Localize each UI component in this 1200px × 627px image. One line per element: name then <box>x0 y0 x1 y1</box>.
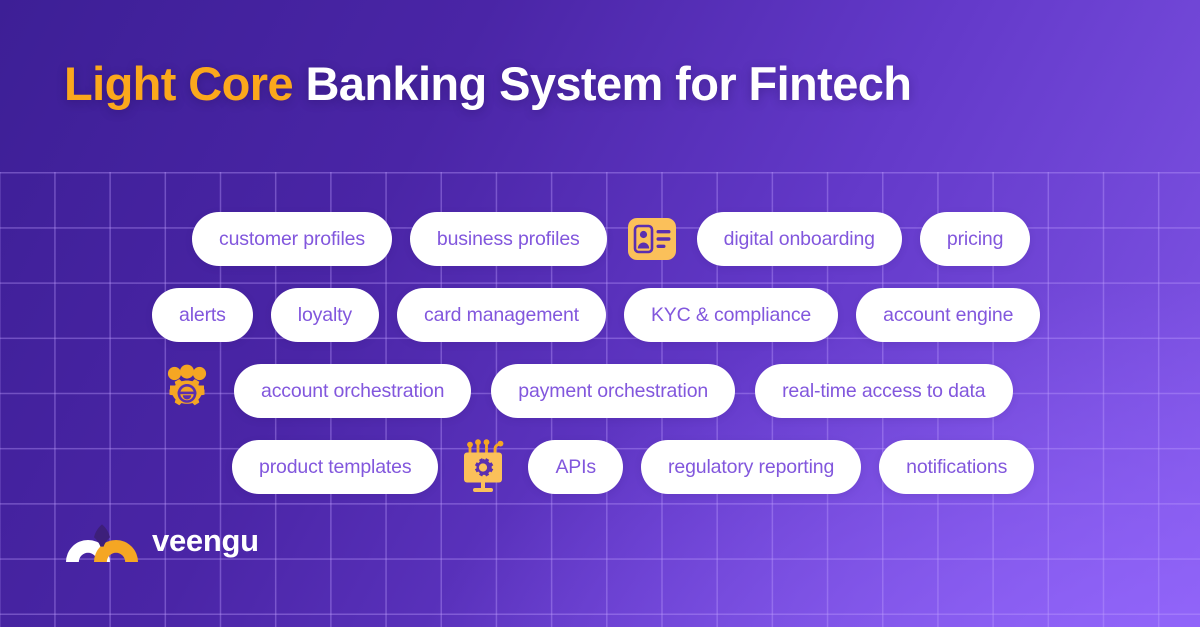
feature-row-2: alerts loyalty card management KYC & com… <box>152 288 1041 342</box>
feature-pill-customer-profiles[interactable]: customer profiles <box>192 212 392 266</box>
veengu-logo-mark <box>66 524 138 562</box>
feature-pill-account-engine[interactable]: account engine <box>856 288 1041 342</box>
veengu-logo-text: veengu <box>152 523 259 558</box>
feature-pill-digital-onboarding[interactable]: digital onboarding <box>696 212 902 266</box>
chip-gear-icon <box>456 439 510 494</box>
title-highlight: Light Core <box>64 57 294 110</box>
feature-pill-kyc-compliance[interactable]: KYC & compliance <box>623 288 839 342</box>
feature-pill-loyalty[interactable]: loyalty <box>270 288 380 342</box>
feature-pill-apis[interactable]: APIs <box>528 440 624 494</box>
page-title: Light Core Banking System for Fintech <box>64 56 912 111</box>
feature-row-3: account orchestration payment orchestrat… <box>160 364 1013 418</box>
feature-pill-notifications[interactable]: notifications <box>879 440 1035 494</box>
feature-pill-product-templates[interactable]: product templates <box>232 440 439 494</box>
feature-pill-real-time-access-to-data[interactable]: real-time access to data <box>755 364 1013 418</box>
veengu-logo[interactable]: veengu <box>64 518 259 564</box>
feature-pill-business-profiles[interactable]: business profiles <box>409 212 607 266</box>
feature-pill-pricing[interactable]: pricing <box>919 212 1031 266</box>
people-gear-icon <box>160 364 214 418</box>
title-rest: Banking System for Fintech <box>292 57 912 110</box>
id-card-icon <box>625 212 679 266</box>
feature-pill-alerts[interactable]: alerts <box>152 288 253 342</box>
feature-row-1: customer profiles business profiles digi… <box>192 212 1031 266</box>
feature-pill-account-orchestration[interactable]: account orchestration <box>234 364 472 418</box>
feature-pill-regulatory-reporting[interactable]: regulatory reporting <box>641 440 862 494</box>
feature-row-4: product templates APIs re <box>232 439 1035 494</box>
feature-pill-payment-orchestration[interactable]: payment orchestration <box>491 364 736 418</box>
feature-pill-card-management[interactable]: card management <box>397 288 606 342</box>
